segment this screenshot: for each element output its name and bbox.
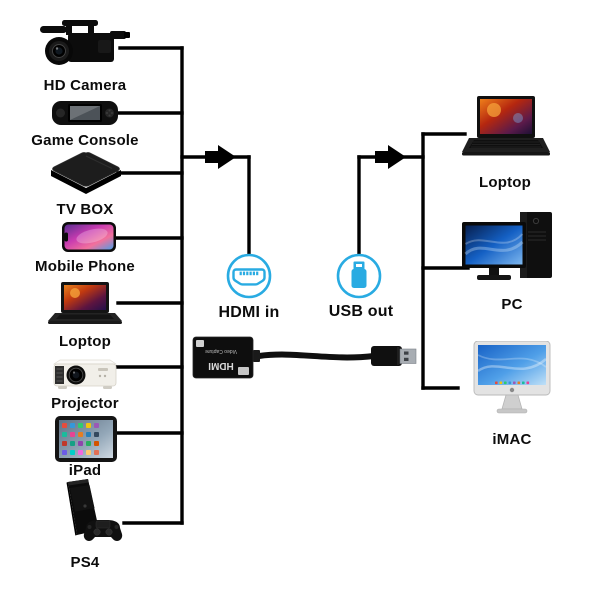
device-label: Loptop <box>478 174 531 191</box>
device-label: iMAC <box>492 431 532 448</box>
device-label: iPad <box>68 462 102 479</box>
usb-plug-icon <box>399 348 417 364</box>
device-label: Projector <box>51 395 119 412</box>
game-console-icon <box>52 101 118 125</box>
hdmi-capture-device: HDMI Video Capture <box>192 336 417 379</box>
ps4-icon <box>66 479 123 541</box>
apple-logo-icon <box>509 387 515 393</box>
imac-icon <box>473 341 551 414</box>
desktop-pc-icon <box>462 212 552 280</box>
arrow-right-icon <box>375 145 406 169</box>
laptop-icon <box>48 282 122 324</box>
usb-port-icon <box>336 253 382 299</box>
mobile-phone-icon <box>62 222 116 252</box>
device-label: Loptop <box>58 333 111 350</box>
device-label: TV BOX <box>56 201 114 218</box>
hd-camera-icon <box>40 20 130 65</box>
device-label: Mobile Phone <box>35 258 135 275</box>
capture-brand-text: HDMI <box>208 360 234 371</box>
arrow-right-icon <box>205 145 236 169</box>
usb-out-label: USB out <box>328 303 394 320</box>
device-label: PS4 <box>70 554 100 571</box>
hdmi-port-icon <box>226 253 272 299</box>
laptop-icon <box>462 96 550 156</box>
ipad-icon <box>55 416 117 462</box>
capture-sub-text: Video Capture <box>205 348 237 354</box>
device-label: PC <box>501 296 523 313</box>
device-label: HD Camera <box>43 77 127 94</box>
projector-icon <box>52 359 118 389</box>
tv-box-icon <box>51 152 121 194</box>
hdmi-in-label: HDMI in <box>218 304 280 321</box>
device-label: Game Console <box>31 132 139 149</box>
